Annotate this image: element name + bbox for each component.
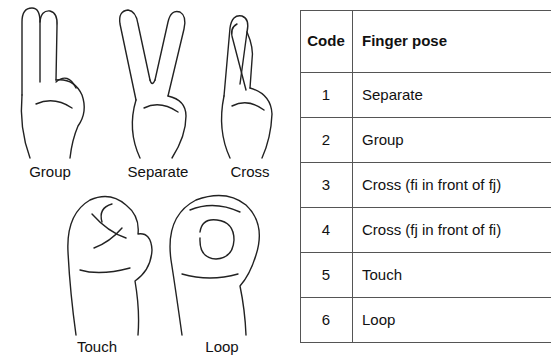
pose-cell: Cross (fj in front of fi) (362, 221, 501, 239)
separate-hand (120, 10, 186, 158)
code-cell: 1 (322, 86, 330, 104)
table-grid (300, 10, 551, 343)
table-header: Finger pose (362, 32, 447, 50)
hand-label: Separate (128, 163, 189, 181)
pose-cell: Touch (362, 266, 402, 284)
code-cell: 4 (322, 221, 330, 239)
loop-hand (170, 196, 259, 335)
hand-label: Group (29, 163, 71, 181)
group-hand (21, 8, 84, 158)
hand-label: Cross (230, 163, 269, 181)
pose-cell: Loop (362, 311, 395, 329)
touch-hand (68, 196, 152, 335)
table-header: Code (307, 32, 345, 50)
hand-label: Loop (205, 338, 238, 356)
cross-hand (222, 16, 272, 158)
hand-label: Touch (77, 338, 117, 356)
code-cell: 5 (322, 266, 330, 284)
pose-cell: Cross (fi in front of fj) (362, 176, 501, 194)
pose-cell: Group (362, 131, 404, 149)
pose-cell: Separate (362, 86, 423, 104)
code-cell: 6 (322, 311, 330, 329)
code-cell: 3 (322, 176, 330, 194)
code-cell: 2 (322, 131, 330, 149)
